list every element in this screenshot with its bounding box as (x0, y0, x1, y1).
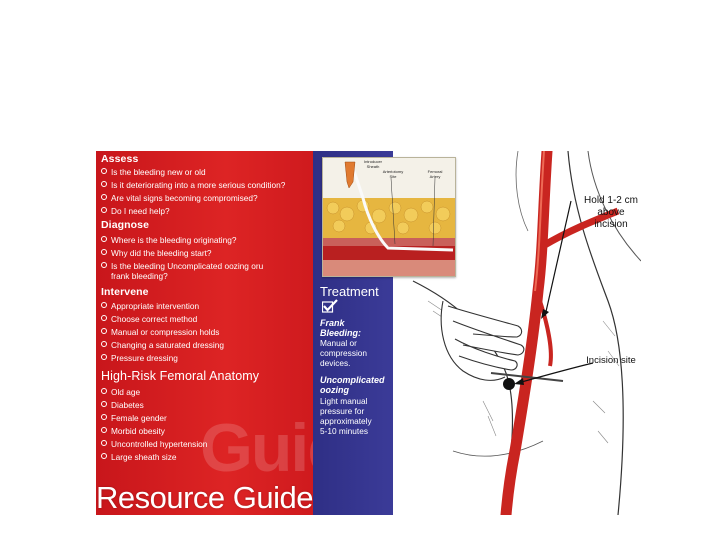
diagnose-heading: Diagnose (101, 219, 150, 231)
list-item: Changing a saturated dressing (101, 340, 224, 350)
bullet-icon (101, 181, 107, 187)
bullet-icon (101, 440, 107, 446)
sheath-inset: Introducer Sheath Arteriotomy Site Femor… (322, 157, 456, 277)
bullet-icon (101, 315, 107, 321)
list-item: Why did the bleeding start? (101, 248, 212, 258)
resource-guide-slide: Assess Is the bleeding new or old Is it … (96, 151, 641, 515)
groin-drawing-icon (412, 151, 641, 515)
list-item: Is the bleeding new or old (101, 167, 206, 177)
bullet-icon (101, 262, 107, 268)
list-item: Large sheath size (101, 452, 177, 462)
frank-text-3: devices. (320, 358, 351, 368)
bullet-icon (101, 453, 107, 459)
resource-guide-title: Resource Guide (96, 480, 314, 515)
oozing-text: Light manual (320, 396, 368, 406)
list-item: Do I need help? (101, 206, 170, 216)
bullet-icon (101, 354, 107, 360)
bullet-icon (101, 341, 107, 347)
bullet-icon (101, 388, 107, 394)
bullet-icon (101, 236, 107, 242)
list-item: Female gender (101, 413, 167, 423)
bullet-icon (101, 414, 107, 420)
list-item: Where is the bleeding originating? (101, 235, 236, 245)
bullet-icon (101, 207, 107, 213)
frank-heading: Frank (320, 318, 345, 328)
list-item-continued: frank bleeding? (111, 271, 168, 281)
bullet-icon (101, 401, 107, 407)
hold-callout-2: above (597, 207, 625, 218)
hold-callout-3: incision (594, 219, 628, 230)
list-item: Diabetes (101, 400, 144, 410)
list-item: Is the bleeding Uncomplicated oozing oru (101, 261, 263, 271)
artery-label: Femoral Artery (427, 169, 443, 179)
incision-callout: Incision site (586, 355, 636, 366)
assess-heading: Assess (101, 153, 139, 165)
bullet-icon (101, 194, 107, 200)
intervene-heading: Intervene (101, 286, 149, 298)
hold-callout: Hold 1-2 cm (584, 195, 638, 206)
frank-heading-2: Bleeding: (320, 328, 362, 338)
list-item: Manual or compression holds (101, 327, 219, 337)
arteriotomy-label: Arteriotomy Site (382, 169, 404, 179)
list-item: Morbid obesity (101, 426, 165, 436)
bullet-icon (101, 168, 107, 174)
list-item: Appropriate intervention (101, 301, 199, 311)
bullet-icon (101, 249, 107, 255)
sheath-label: Introducer Sheath (363, 159, 382, 169)
bullet-icon (101, 328, 107, 334)
frank-text: Manual or (320, 338, 357, 348)
guide-panel: Assess Is the bleeding new or old Is it … (96, 151, 385, 515)
risk-heading: High-Risk Femoral Anatomy (101, 369, 260, 383)
oozing-text-4: 5-10 minutes (320, 426, 368, 436)
bullet-icon (101, 427, 107, 433)
bullet-icon (101, 302, 107, 308)
oozing-text-2: pressure for (320, 406, 365, 416)
list-item: Old age (101, 387, 140, 397)
list-item: Uncontrolled hypertension (101, 439, 207, 449)
list-item: Are vital signs becoming compromised? (101, 193, 258, 203)
list-item: Is it deteriorating into a more serious … (101, 180, 285, 190)
list-item: Pressure dressing (101, 353, 178, 363)
checkbox-check-icon (322, 299, 338, 313)
oozing-heading-2: oozing (320, 385, 349, 395)
tissue-cross-section-icon (323, 158, 455, 276)
frank-text-2: compression (320, 348, 368, 358)
list-item: Choose correct method (101, 314, 197, 324)
treatment-heading: Treatment (320, 284, 379, 299)
oozing-text-3: approximately (320, 416, 372, 426)
oozing-heading: Uncomplicated (320, 375, 385, 385)
